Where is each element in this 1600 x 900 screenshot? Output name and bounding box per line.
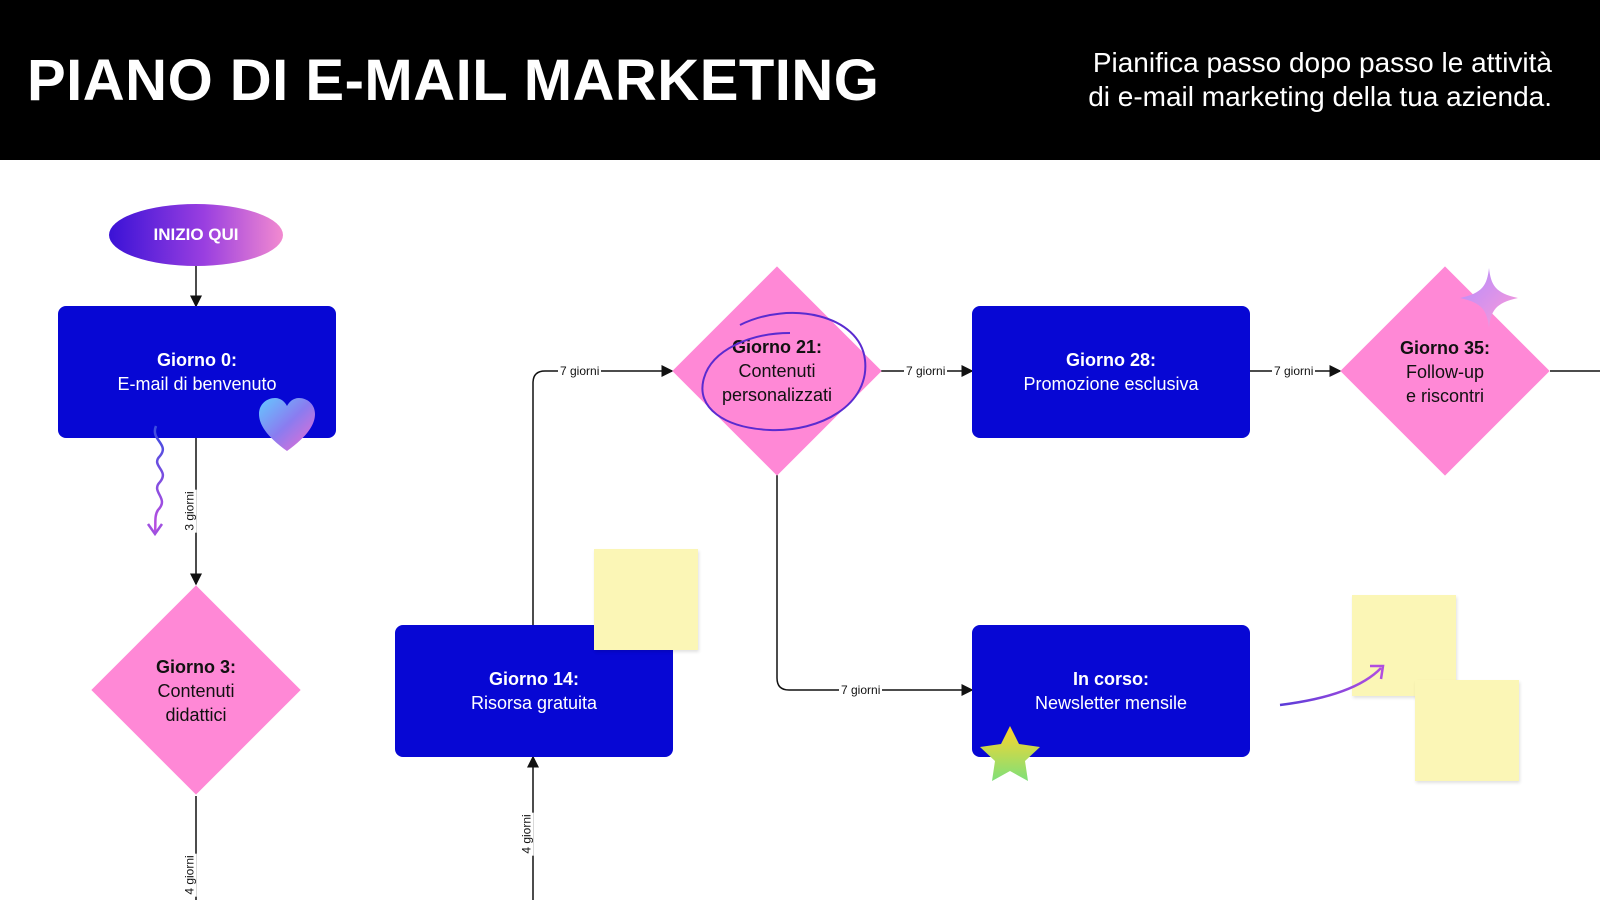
node-day-21-line1: Contenuti [738,361,816,381]
edge-day14-day21 [532,365,674,625]
node-day-28-title: Giorno 28: [1065,350,1156,370]
highlight-scribble-icon [701,312,867,432]
node-day-21-title: Giorno 21: [731,337,822,357]
node-day-0-body: E-mail di benvenuto [117,374,277,394]
node-day-0-title: Giorno 0: [157,350,237,370]
node-day-35-line1: Follow-up [1405,362,1485,382]
node-day-3-line2: didattici [165,705,227,725]
page-subtitle: Pianifica passo dopo passo le attività d… [992,46,1552,114]
sparkle-icon [1460,268,1518,328]
node-day-28-body: Promozione esclusiva [1023,374,1199,394]
node-day-28[interactable]: Giorno 28: Promozione esclusiva [972,306,1250,438]
subtitle-line-2: di e-mail marketing della tua azienda. [1088,81,1552,112]
node-day-3-line1: Contenuti [157,681,235,701]
squiggle-arrow-icon [153,425,165,533]
header-bar: PIANO DI E-MAIL MARKETING Pianifica pass… [0,0,1600,160]
node-day-35-title: Giorno 35: [1399,338,1490,358]
edge-label-d21-ongoing: 7 giorni [839,683,883,697]
node-day-3: Giorno 3: Contenuti didattici [91,655,301,727]
page-title: PIANO DI E-MAIL MARKETING [27,48,880,113]
node-day-21-line2: personalizzati [721,385,833,405]
star-icon [980,726,1040,781]
sticky-note-1[interactable] [594,549,698,650]
node-day-3-title: Giorno 3: [156,657,236,677]
node-ongoing-title: In corso: [1072,669,1149,689]
subtitle-line-1: Pianifica passo dopo passo le attività [1092,47,1552,78]
curved-arrow-icon [1279,667,1382,707]
node-ongoing[interactable]: In corso: Newsletter mensile [972,625,1250,757]
node-ongoing-body: Newsletter mensile [1034,693,1188,713]
node-day-14-body: Risorsa gratuita [470,693,598,713]
edge-label-d14-d21: 7 giorni [558,364,602,378]
node-day-35-line2: e riscontri [1405,386,1485,406]
start-node[interactable]: INIZIO QUI [109,204,283,266]
sticky-note-3[interactable] [1415,680,1519,781]
edge-label-d28-d35: 7 giorni [1272,364,1316,378]
node-day-21: Giorno 21: Contenuti personalizzati [672,335,882,407]
edge-day21-ongoing [776,475,974,696]
node-day-35: Giorno 35: Follow-up e riscontri [1340,336,1550,408]
node-day-14-title: Giorno 14: [488,669,579,689]
heart-icon [259,398,315,451]
edge-label-d21-d28: 7 giorni [904,364,948,378]
